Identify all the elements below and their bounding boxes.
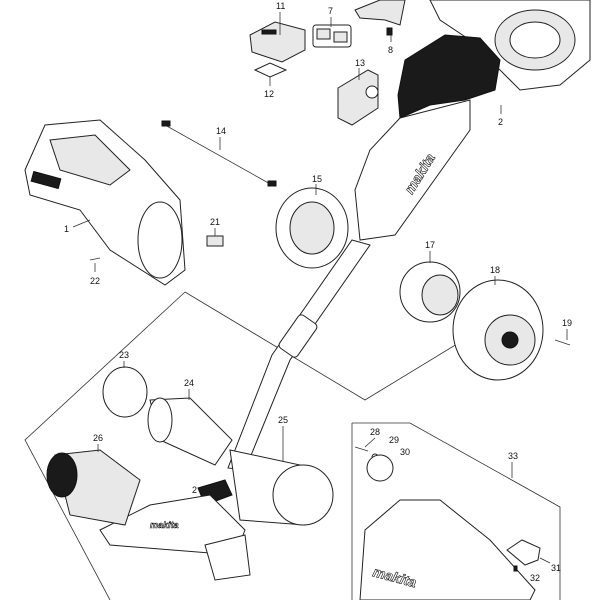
- callout-19: 19: [562, 318, 572, 328]
- filter-ring-part-23: [102, 366, 148, 418]
- main-body: [354, 99, 471, 241]
- floor-nozzle: makita: [99, 479, 251, 581]
- callout-26: 26: [93, 433, 103, 443]
- callout-2: 2: [498, 117, 503, 127]
- dust-case-part-25: [229, 449, 334, 526]
- cover-group-outline-right: [352, 422, 561, 600]
- pipe-lock-part: [278, 314, 318, 358]
- screw-part-19: [554, 339, 571, 346]
- callout-25: 25: [278, 415, 288, 425]
- callout-8: 8: [388, 45, 393, 55]
- strap-ring-part-30: [366, 454, 394, 482]
- prefilter-part-24: [147, 397, 233, 466]
- lead-wire-part-14: [161, 120, 277, 187]
- nozzle-logo: makita: [150, 520, 179, 530]
- callout-29: 29: [389, 435, 399, 445]
- callout-30: 30: [400, 447, 410, 457]
- callout-21: 21: [210, 217, 220, 227]
- board-part-13: [337, 69, 379, 126]
- handle-housing-part-1: [24, 119, 186, 286]
- fan-cover-part-18: [452, 279, 544, 381]
- main-body-top-dark: [397, 34, 501, 119]
- callout-13: 13: [355, 58, 365, 68]
- part-32: [513, 565, 518, 572]
- filter-group-outline: [24, 291, 186, 600]
- motor-housing-part: [429, 0, 591, 91]
- callout-15: 15: [312, 174, 322, 184]
- part-21: [206, 235, 224, 247]
- callout-18: 18: [490, 265, 500, 275]
- callout-31: 31: [551, 563, 561, 573]
- screw-part-22: [89, 257, 101, 261]
- callout-14: 14: [216, 126, 226, 136]
- screw-part-28: [354, 446, 369, 452]
- callout-32: 32: [530, 573, 540, 583]
- callout-12: 12: [264, 89, 274, 99]
- pad-part-12: [253, 62, 288, 78]
- callout-11: 11: [276, 1, 285, 11]
- leader-lines: [72, 12, 568, 564]
- callout-1: 1: [64, 224, 69, 234]
- callout-33: 33: [508, 451, 518, 461]
- front-cover-part-33: makita: [359, 499, 536, 600]
- callout-23: 23: [119, 350, 129, 360]
- switch-lever-part: [354, 0, 406, 36]
- filter-part-26: [46, 449, 141, 526]
- callout-7: 7: [328, 6, 333, 16]
- callout-27: 2: [192, 485, 197, 495]
- extension-pipe: [227, 239, 371, 471]
- callout-22: 22: [90, 276, 100, 286]
- switch-part-7: [312, 24, 352, 48]
- callout-17: 17: [425, 240, 435, 250]
- controller-part-11: [249, 21, 306, 63]
- callout-28: 28: [370, 427, 380, 437]
- button-part-31: [506, 539, 541, 566]
- motor-part-17: [399, 261, 461, 323]
- motor-holder-part-15: [275, 187, 349, 269]
- callout-24: 24: [184, 378, 194, 388]
- filter-group-outline-top: [184, 291, 481, 401]
